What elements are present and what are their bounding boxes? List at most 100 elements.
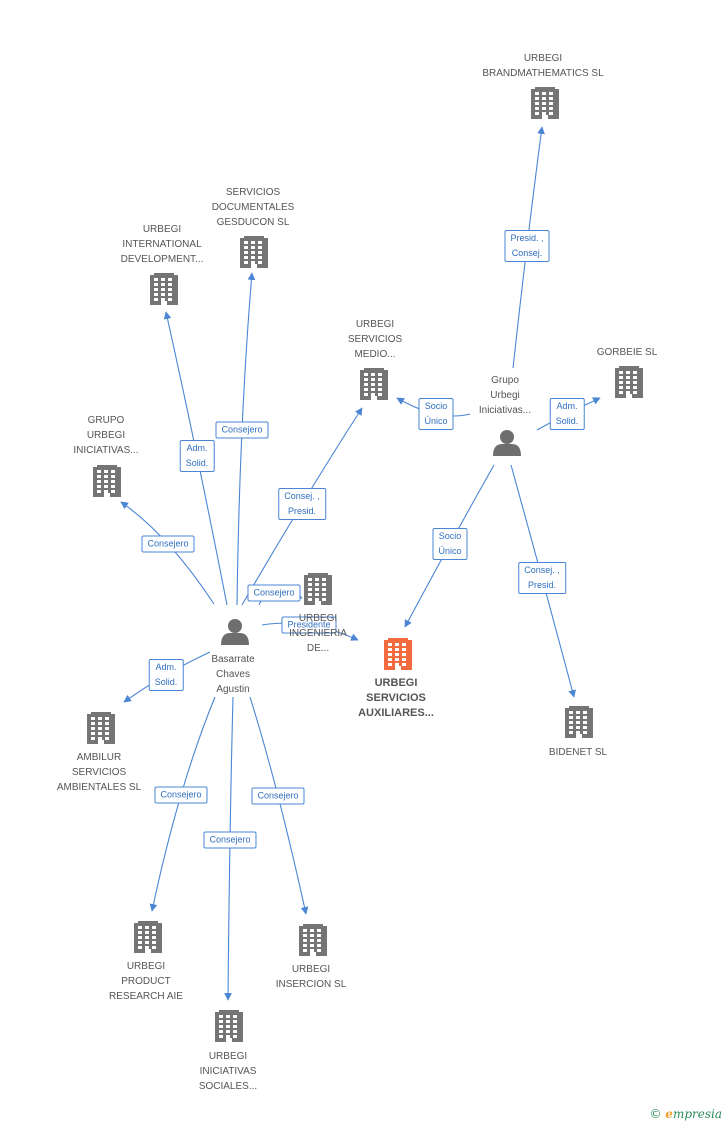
- node-label-line: INTERNATIONAL: [122, 239, 202, 250]
- node-label-line: URBEGI: [374, 677, 418, 689]
- node-label-line: AMBIENTALES SL: [56, 782, 142, 793]
- node-label-gesducon[interactable]: SERVICIOS DOCUMENTALES GESDUCON SL: [168, 185, 338, 230]
- brand-footer: © empresia: [649, 1107, 722, 1121]
- node-label-line: SERVICIOS: [366, 692, 426, 704]
- node-label-line: URBEGI: [298, 613, 338, 624]
- building-icon[interactable]: [134, 921, 162, 953]
- node-label-line: SOCIALES...: [198, 1081, 258, 1092]
- node-label-line: DEVELOPMENT...: [120, 254, 204, 265]
- edge-role-text: Consejero: [253, 587, 295, 598]
- edge-role-text: Presid.: [527, 580, 556, 590]
- building-icon[interactable]: [304, 573, 332, 605]
- edge-role-text: Único: [424, 416, 448, 426]
- node-label-line: SERVICIOS: [71, 767, 127, 778]
- edge-role-label[interactable]: Consejero: [154, 786, 208, 804]
- edge-role-text: Presid. ,: [510, 233, 544, 243]
- building-icon[interactable]: [93, 465, 121, 497]
- edge-role-label[interactable]: Consejero: [203, 831, 257, 849]
- node-label-line: URBEGI: [86, 430, 126, 441]
- edge-role-label[interactable]: Consej. ,Presid.: [278, 488, 326, 520]
- edge-role-label[interactable]: Presid. ,Consej.: [504, 230, 550, 262]
- node-label-brandmath[interactable]: URBEGI BRANDMATHEMATICS SL: [458, 51, 628, 81]
- node-label-line: Iniciativas...: [478, 405, 532, 416]
- building-icon[interactable]: [360, 368, 388, 400]
- edge-role-label[interactable]: Adm.Solid.: [549, 398, 585, 430]
- building-icon[interactable]: [615, 366, 643, 398]
- edge-role-label[interactable]: Consej. , Presid.: [518, 562, 566, 594]
- node-label-line: INSERCION SL: [275, 979, 347, 990]
- edge-role-label[interactable]: Consejero: [215, 421, 269, 439]
- node-label-line: INGENIERIA: [289, 628, 347, 639]
- edge-role-label[interactable]: Consejero: [247, 584, 301, 602]
- building-icon[interactable]: [150, 273, 178, 305]
- person-icon[interactable]: [221, 619, 249, 645]
- edge-role-text: Consejero: [257, 790, 299, 801]
- node-label-line: DOCUMENTALES: [211, 202, 295, 213]
- node-label-line: SERVICIOS: [225, 187, 281, 198]
- edge-role-text: Consejero: [221, 424, 263, 435]
- node-label-line: BIDENET SL: [548, 747, 608, 758]
- building-icon[interactable]: [240, 236, 268, 268]
- node-label-line: SERVICIOS: [347, 334, 403, 345]
- edge-basarrate-to-gesducon: [236, 272, 256, 606]
- edge-role-label[interactable]: Adm.Solid.: [148, 659, 184, 691]
- node-label-bidenet[interactable]: BIDENET SL: [493, 745, 663, 760]
- brand-name: mpresia: [672, 1107, 722, 1121]
- building-icon[interactable]: [87, 712, 115, 744]
- edge-role-text: Consej. ,: [524, 565, 560, 575]
- edge-role-label[interactable]: Consejero: [141, 535, 195, 553]
- node-label-line: GRUPO: [87, 415, 125, 426]
- node-label-gorbeie[interactable]: GORBEIE SL: [542, 345, 712, 360]
- node-label-line: AMBILUR: [76, 752, 122, 763]
- edge-role-text: Adm.: [556, 401, 578, 411]
- node-label-line: Grupo: [491, 375, 519, 386]
- node-label-line: DE...: [306, 643, 330, 654]
- building-icon[interactable]: [565, 706, 593, 738]
- edge-role-label[interactable]: Presidente: [281, 616, 337, 634]
- node-label-line: URBEGI: [523, 53, 563, 64]
- node-label-line: RESEARCH AIE: [109, 991, 183, 1002]
- node-label-line: URBEGI: [291, 964, 331, 975]
- person-icon[interactable]: [493, 430, 521, 456]
- edge-role-label[interactable]: Consejero: [251, 787, 305, 805]
- edge-role-label[interactable]: Adm.Solid.: [179, 440, 215, 472]
- edge-role-text: Presidente: [287, 619, 331, 630]
- node-label-line: Basarrate: [211, 654, 255, 665]
- node-label-ingenieria[interactable]: URBEGI INGENIERIA DE...: [233, 611, 403, 656]
- edge-role-text: Presid.: [287, 506, 316, 516]
- node-label-grupo_bld[interactable]: GRUPO URBEGI INICIATIVAS...: [21, 413, 191, 458]
- edge-basarrate-to-insercion: [249, 696, 309, 915]
- node-label-line: Agustin: [216, 684, 250, 695]
- edge-basarrate-to-grupo_bld: [120, 501, 215, 605]
- edge-role-text: Socio: [424, 401, 448, 411]
- node-label-ambilur[interactable]: AMBILUR SERVICIOS AMBIENTALES SL: [14, 750, 184, 795]
- node-label-line: GESDUCON SL: [216, 217, 290, 228]
- edge-role-text: Solid.: [154, 677, 178, 687]
- building-icon[interactable]: [215, 1010, 243, 1042]
- focus-building-icon[interactable]: [384, 638, 412, 670]
- edge-basarrate-to-product: [149, 696, 216, 912]
- node-label-line: BRANDMATHEMATICS SL: [482, 68, 604, 79]
- node-label-line: INICIATIVAS...: [73, 445, 139, 456]
- building-icon[interactable]: [531, 87, 559, 119]
- node-label-insercion[interactable]: URBEGI INSERCION SL: [226, 962, 396, 992]
- copyright-icon: ©: [649, 1107, 662, 1121]
- edge-role-text: Solid.: [185, 458, 209, 468]
- node-label-line: GORBEIE SL: [596, 347, 658, 358]
- edge-role-text: Consejero: [147, 538, 189, 549]
- node-label-line: URBEGI: [126, 961, 166, 972]
- brand-initial: e: [665, 1107, 673, 1121]
- building-icon[interactable]: [299, 924, 327, 956]
- node-label-line: INICIATIVAS: [199, 1066, 257, 1077]
- edge-role-text: Consejero: [209, 834, 251, 845]
- node-label-line: Urbegi: [490, 390, 520, 401]
